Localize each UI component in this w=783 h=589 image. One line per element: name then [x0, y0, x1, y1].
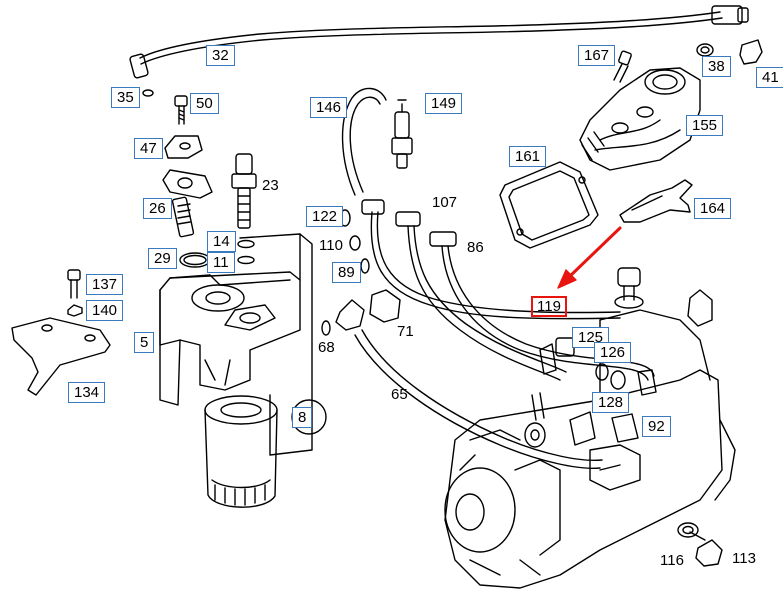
callout-137: 137: [86, 274, 124, 295]
callout-71: 71: [397, 323, 414, 340]
callout-167: 167: [578, 45, 616, 66]
fuel-pipes-107-86: [361, 199, 655, 381]
callout-35: 35: [111, 87, 140, 108]
callout-164: 164: [694, 198, 732, 219]
callout-68: 68: [318, 339, 335, 356]
callout-86: 86: [467, 239, 484, 256]
callout-41: 41: [756, 67, 783, 88]
bracket-164: [619, 179, 693, 223]
gasket-161: [499, 161, 599, 249]
sensor-149: [391, 99, 413, 169]
filter-bracket-plate: [239, 233, 313, 456]
o-ring-29: [179, 252, 211, 268]
callout-14: 14: [207, 231, 236, 252]
callout-32: 32: [206, 45, 235, 66]
callout-11: 11: [207, 252, 235, 273]
callout-26: 26: [143, 198, 172, 219]
pump-housing-155: [579, 67, 701, 171]
callout-146: 146: [310, 97, 348, 118]
washer-35: [142, 89, 154, 97]
clip-71-fitting-68: [321, 289, 401, 336]
callout-155: 155: [686, 115, 724, 136]
return-line-32: [129, 5, 749, 79]
callout-134: 134: [68, 382, 106, 403]
callout-110: 110: [319, 237, 343, 254]
callout-89: 89: [332, 262, 361, 283]
callout-126: 126: [594, 342, 632, 363]
bolt-167: [613, 50, 632, 83]
filter-housing-5: [159, 271, 301, 406]
callout-119-highlighted: 119: [531, 296, 567, 317]
callout-161: 161: [509, 146, 547, 167]
washer-116-plug-113: [677, 522, 723, 567]
hose-65: [354, 329, 603, 469]
banjo-fitting-26: [162, 169, 213, 238]
filter-cartridge-8: [204, 395, 278, 508]
bolt-50: [174, 95, 188, 125]
callout-122: 122: [306, 206, 344, 227]
banjo-fittings-125-126-128-92: [524, 337, 657, 448]
bracket-47: [164, 135, 203, 159]
hose-146: [341, 87, 387, 196]
callout-29: 29: [148, 248, 177, 269]
callout-65: 65: [391, 386, 408, 403]
callout-47: 47: [134, 138, 163, 159]
bracket-134: [11, 317, 111, 396]
callout-38: 38: [702, 56, 731, 77]
callout-23: 23: [262, 177, 279, 194]
valve-23: [231, 153, 257, 229]
callout-128: 128: [592, 392, 630, 413]
callout-113: 113: [732, 550, 756, 567]
bolt-137-nut-140: [67, 269, 83, 317]
callout-92: 92: [642, 416, 671, 437]
callout-8: 8: [292, 407, 313, 428]
highlight-arrow: [557, 226, 622, 289]
washers-14-11: [237, 239, 255, 265]
callout-140: 140: [86, 300, 124, 321]
callout-116: 116: [660, 552, 684, 569]
callout-50: 50: [190, 93, 219, 114]
callout-5: 5: [134, 332, 155, 353]
callout-149: 149: [425, 93, 463, 114]
callout-107: 107: [432, 194, 458, 211]
